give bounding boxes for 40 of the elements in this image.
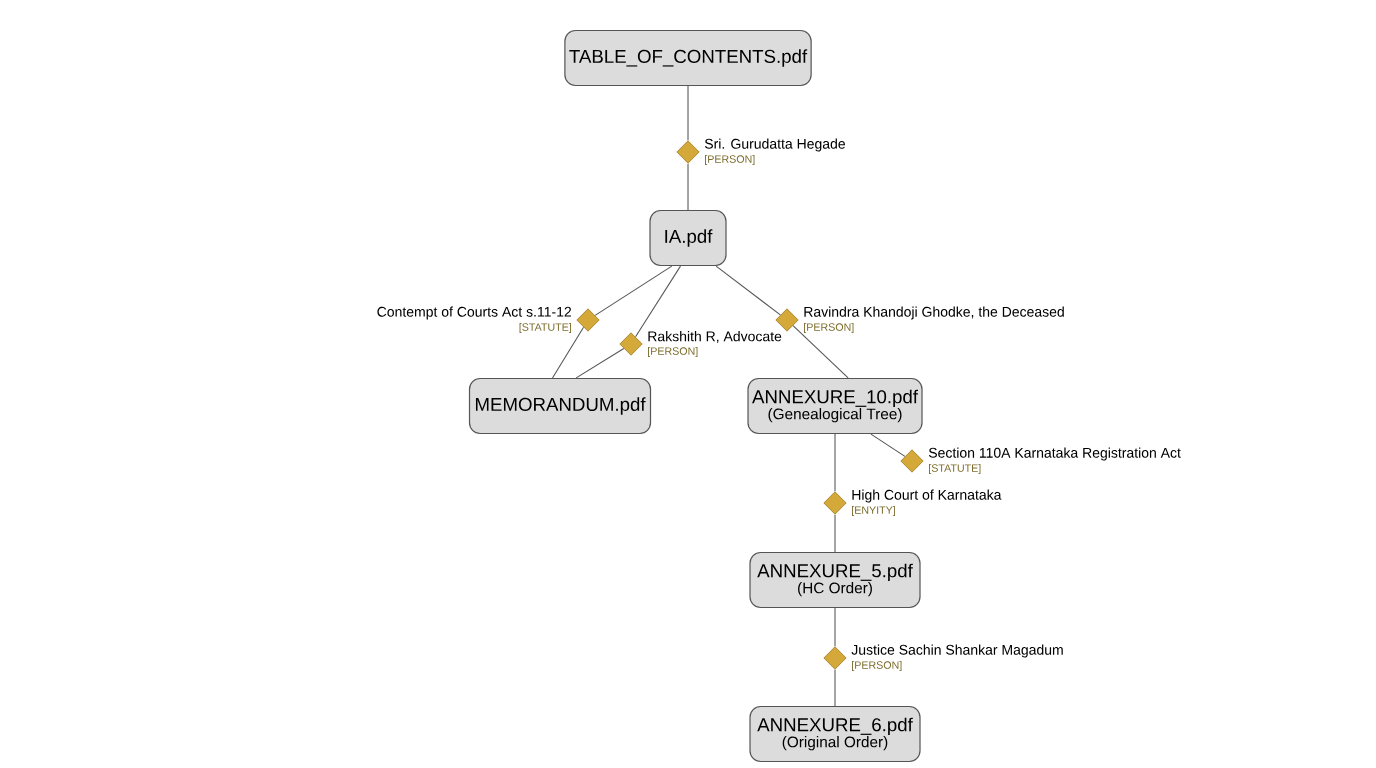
entity-type-label: [PERSON] [852,661,902,671]
connector-line [594,265,673,316]
connector-line [834,514,836,553]
entity-type-label: [STATUTE] [929,464,981,474]
document-box: ANNEXURE_5.pdf (HC Order) [749,551,921,609]
diamond-marker [823,491,847,515]
diamond-marker [576,308,600,332]
connector-line [792,325,849,379]
entity-type-label: [STATUTE] [519,323,571,333]
document-box: MEMORANDUM.pdf [468,377,652,435]
document-box: IA.pdf [649,209,727,267]
entity-type-label: [PERSON] [804,323,854,333]
connector-line [834,669,836,707]
entity-name: Section 110A Karnataka Registration Act [928,447,1181,461]
entity-type-label: [PERSON] [705,155,755,165]
document-box: ANNEXURE_10.pdf (Genealogical Tree) [747,377,923,435]
connector-line [834,433,836,492]
entity-type-label: [ENYITY] [852,506,895,516]
connector-line [551,326,585,379]
diamond-marker [900,449,924,473]
connector-line [834,607,836,647]
connector-line [715,265,781,316]
diamond-marker [823,646,847,670]
entity-name: Ravindra Khandoji Ghodke, the Deceased [804,306,1064,320]
diamond-marker [676,140,700,164]
connector-line [870,433,906,457]
entity-name: Contempt of Courts Act s.11-12 [377,306,571,320]
entity-name: Justice Sachin Shankar Magadum [851,644,1063,658]
connector-line [687,163,689,211]
entity-name: Sri. Gurudatta Hegade [704,138,845,152]
connector-line [575,347,625,379]
diamond-marker [619,332,643,356]
diamond-marker [775,308,799,332]
document-box: ANNEXURE_6.pdf (Original Order) [749,705,921,763]
connector-line [635,265,681,338]
entity-name: High Court of Karnataka [852,489,1002,503]
entity-type-label: [PERSON] [648,347,698,357]
connector-line [687,85,689,141]
entity-name: Rakshith R, Advocate [648,331,782,343]
document-box: TABLE_OF_CONTENTS.pdf [564,29,812,87]
